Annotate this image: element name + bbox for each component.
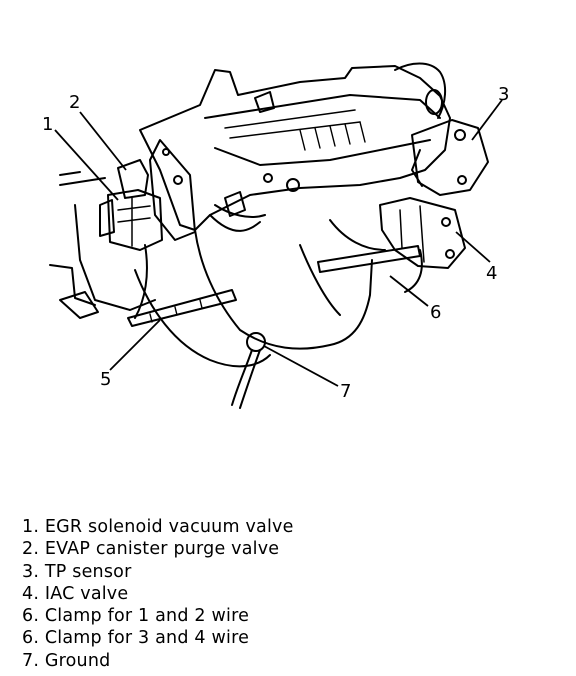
left-harness-2	[49, 264, 96, 306]
tp-sensor-screw-2	[457, 175, 467, 185]
leader-5	[109, 319, 161, 371]
fitting-bolt-2	[263, 173, 273, 183]
manifold-runner-mid	[299, 244, 341, 316]
tp-sensor-connector	[411, 149, 423, 187]
left-bracket	[149, 139, 196, 241]
iac-screw-2	[445, 249, 455, 259]
plenum-corrugation	[299, 121, 366, 151]
lower-left-bracket	[59, 291, 99, 319]
parts-legend: 1. EGR solenoid vacuum valve 2. EVAP can…	[22, 516, 562, 672]
plenum-ridge-lower	[214, 139, 431, 166]
ground-wire-2	[239, 349, 261, 409]
fitting-bolt-1	[286, 178, 300, 192]
callout-5: 5	[100, 369, 111, 390]
callout-numbers: 1 2 3 4 5 6 7	[42, 84, 509, 402]
leader-lines	[54, 99, 503, 387]
iac-detail	[399, 205, 425, 263]
top-bracket	[254, 91, 275, 113]
clamp-1-2-wire	[127, 289, 237, 327]
lower-manifold	[194, 229, 373, 350]
legend-item: 6. Clamp for 3 and 4 wire	[22, 628, 250, 649]
legend-item: 4. IAC valve	[22, 583, 129, 604]
egr-solenoid-detail	[117, 197, 151, 247]
callout-2: 2	[69, 92, 80, 113]
leader-3	[471, 99, 503, 141]
callout-4: 4	[486, 263, 497, 284]
plenum-ridge	[204, 94, 441, 119]
callout-7: 7	[340, 381, 351, 402]
callout-6: 6	[430, 302, 441, 323]
callout-1: 1	[42, 114, 53, 135]
intake-plenum-outline	[139, 65, 451, 231]
egr-solenoid-valve	[107, 189, 163, 251]
tp-sensor	[411, 119, 489, 196]
duct-opening	[425, 89, 443, 115]
leader-1	[54, 129, 119, 201]
clamp-1-2-detail	[149, 299, 203, 323]
manifold-runner-left	[134, 269, 271, 368]
ground-terminal	[246, 332, 266, 352]
bracket-bolt-2	[162, 148, 170, 156]
center-bracket	[224, 191, 246, 217]
tp-sensor-screw-1	[454, 129, 466, 141]
leader-7	[263, 345, 339, 387]
callout-3: 3	[498, 84, 509, 105]
manifold-curve	[214, 204, 266, 218]
legend-item: 1. EGR solenoid vacuum valve	[22, 517, 294, 537]
leader-2	[79, 111, 127, 171]
legend-item: 2. EVAP canister purge valve	[22, 539, 280, 560]
legend-item: 3. TP sensor	[22, 561, 132, 582]
legend-item: 6. Clamp for 1 and 2 wire	[22, 606, 250, 627]
leader-6	[389, 275, 429, 307]
manifold-curve-2	[209, 214, 261, 232]
bracket-bolt-1	[173, 175, 183, 185]
wire-to-clamp	[134, 244, 148, 319]
iac-valve	[379, 197, 466, 269]
engine-illustration	[49, 62, 489, 409]
legend-item: 7. Ground	[22, 650, 111, 671]
manifold-right-side	[329, 219, 386, 251]
iac-screw	[441, 217, 451, 227]
air-duct	[394, 62, 446, 119]
egr-connector	[99, 199, 115, 237]
plenum-rib	[224, 109, 361, 139]
evap-purge-valve	[117, 159, 149, 199]
evap-hose	[59, 171, 106, 186]
clamp-3-4-wire	[317, 245, 421, 273]
leader-4	[455, 231, 491, 263]
ground-wire	[231, 349, 253, 406]
left-harness	[74, 204, 156, 311]
